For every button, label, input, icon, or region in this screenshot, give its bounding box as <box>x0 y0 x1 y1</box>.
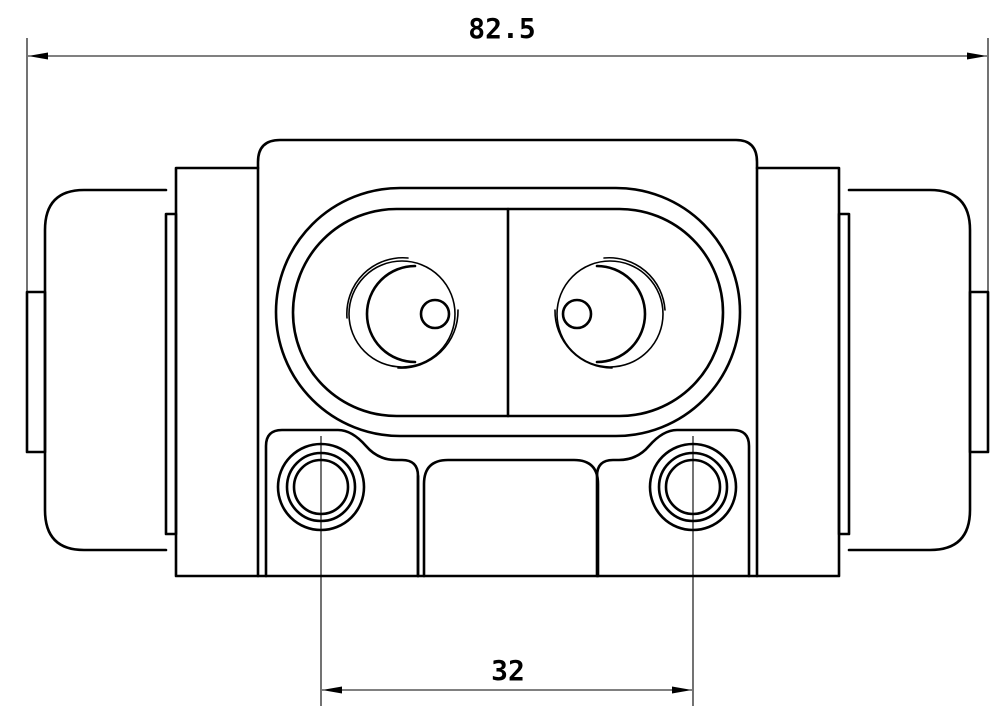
hole-spacing-label: 32 <box>491 654 525 687</box>
port-cover <box>274 186 742 438</box>
right-port <box>554 256 666 369</box>
mounting-flange <box>264 428 751 578</box>
cylinder-body <box>174 138 841 578</box>
overall-length-label: 82.5 <box>468 12 535 45</box>
left-boot <box>25 188 178 552</box>
left-port <box>346 256 459 369</box>
right-boot <box>837 188 990 552</box>
hole-spacing-dimension: 32 <box>320 436 694 706</box>
overall-length-dimension: 82.5 <box>26 12 989 292</box>
